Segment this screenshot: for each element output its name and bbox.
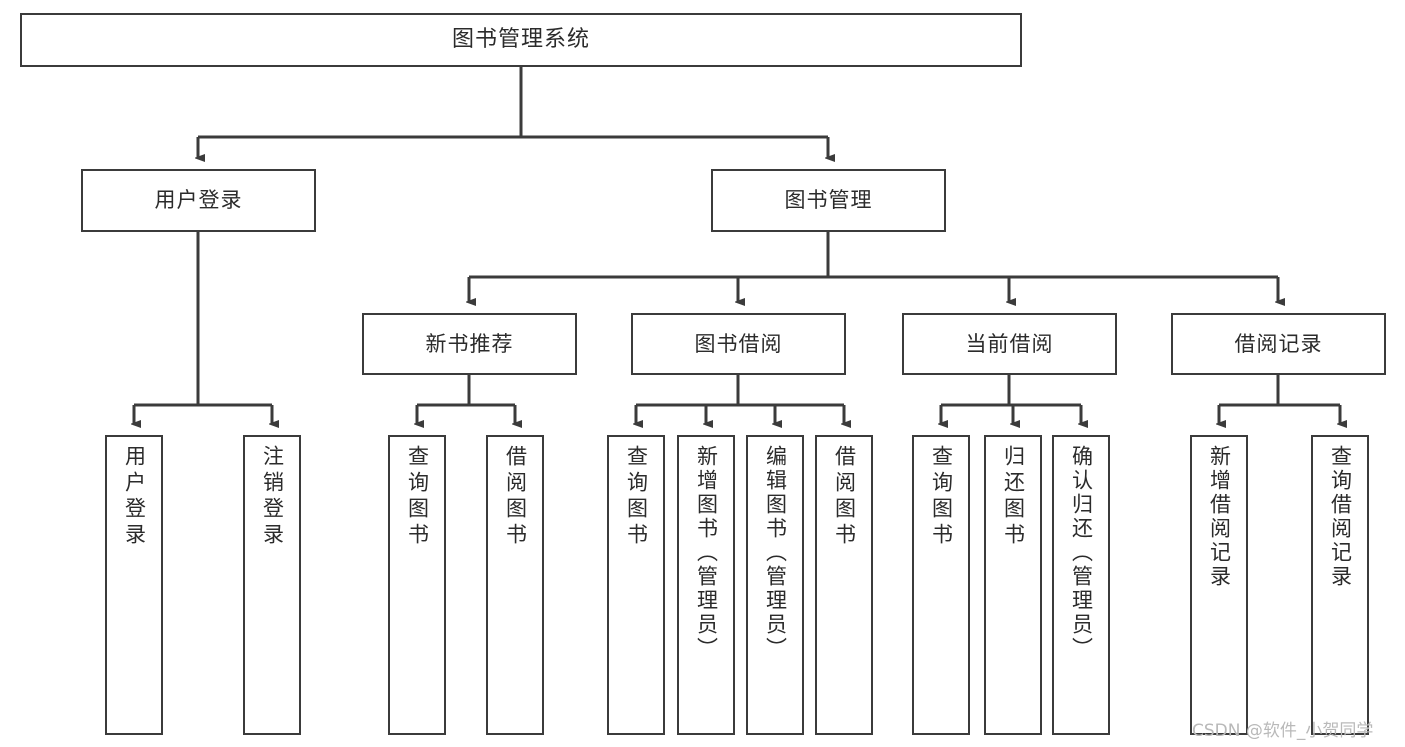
node-book-borrow[interactable]: 图书借阅 (631, 313, 846, 375)
node-current-borrow[interactable]: 当前借阅 (902, 313, 1117, 375)
leaf-cur-return-book-label: 归还图书 (1001, 445, 1026, 549)
node-user-login[interactable]: 用户登录 (81, 169, 316, 232)
node-book-manage[interactable]: 图书管理 (711, 169, 946, 232)
leaf-borrow-query-book-label: 查询图书 (624, 445, 649, 549)
leaf-cur-confirm-return-label: 确认归还（管理员） (1069, 445, 1094, 661)
leaf-borrow-query-book[interactable]: 查询图书 (607, 435, 665, 735)
leaf-user-login[interactable]: 用户登录 (105, 435, 163, 735)
node-book-borrow-label: 图书借阅 (694, 331, 783, 356)
node-new-book-rec-label: 新书推荐 (425, 331, 514, 356)
leaf-borrow-add-book[interactable]: 新增图书（管理员） (677, 435, 735, 735)
leaf-cur-return-book[interactable]: 归还图书 (984, 435, 1042, 735)
leaf-cur-query-book-label: 查询图书 (929, 445, 954, 549)
leaf-rec-query-record[interactable]: 查询借阅记录 (1311, 435, 1369, 735)
node-current-borrow-label: 当前借阅 (965, 331, 1054, 356)
leaf-borrow-lend-book-label: 借阅图书 (832, 445, 857, 549)
leaf-user-logout[interactable]: 注销登录 (243, 435, 301, 735)
leaf-rec-query-book-label: 查询图书 (405, 445, 430, 549)
leaf-rec-borrow-book[interactable]: 借阅图书 (486, 435, 544, 735)
leaf-rec-borrow-book-label: 借阅图书 (503, 445, 528, 549)
leaf-user-logout-label: 注销登录 (260, 445, 285, 549)
node-root[interactable]: 图书管理系统 (20, 13, 1022, 67)
leaf-borrow-add-book-label: 新增图书（管理员） (694, 445, 719, 661)
node-borrow-record[interactable]: 借阅记录 (1171, 313, 1386, 375)
leaf-rec-query-record-label: 查询借阅记录 (1328, 445, 1353, 589)
leaf-rec-add-record-label: 新增借阅记录 (1207, 445, 1232, 589)
leaf-user-login-label: 用户登录 (122, 445, 147, 549)
node-root-label: 图书管理系统 (451, 27, 590, 53)
leaf-borrow-lend-book[interactable]: 借阅图书 (815, 435, 873, 735)
node-borrow-record-label: 借阅记录 (1234, 331, 1323, 356)
leaf-rec-query-book[interactable]: 查询图书 (388, 435, 446, 735)
leaf-borrow-edit-book[interactable]: 编辑图书（管理员） (746, 435, 804, 735)
leaf-borrow-edit-book-label: 编辑图书（管理员） (763, 445, 788, 661)
node-new-book-rec[interactable]: 新书推荐 (362, 313, 577, 375)
watermark: CSDN @软件_小贺同学 (1192, 721, 1374, 741)
leaf-rec-add-record[interactable]: 新增借阅记录 (1190, 435, 1248, 735)
leaf-cur-confirm-return[interactable]: 确认归还（管理员） (1052, 435, 1110, 735)
node-user-login-label: 用户登录 (154, 188, 243, 213)
leaf-cur-query-book[interactable]: 查询图书 (912, 435, 970, 735)
node-book-manage-label: 图书管理 (784, 188, 873, 213)
